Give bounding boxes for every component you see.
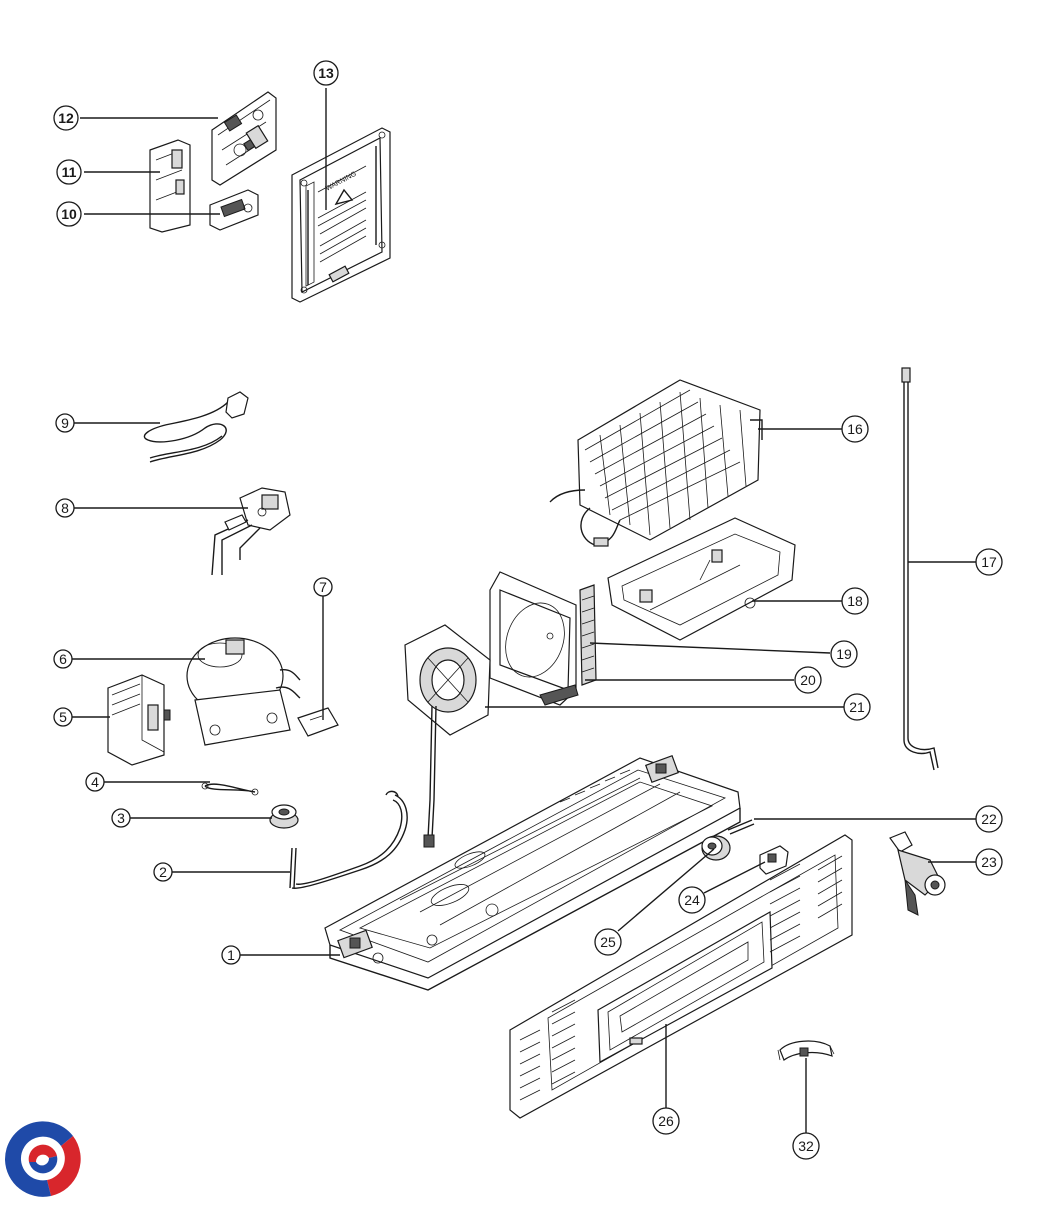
part-24-hinge-clip [759, 845, 789, 875]
callout-8: 8 [55, 498, 75, 518]
part-9-power-cord [143, 391, 249, 463]
callout-10-label: 10 [61, 206, 77, 222]
part-11-sub-control-board [149, 139, 191, 233]
callout-24: 24 [678, 886, 706, 914]
callout-7: 7 [313, 577, 333, 597]
callout-17-label: 17 [981, 554, 997, 570]
callout-32-label: 32 [798, 1138, 814, 1154]
part-20-fan-shroud [489, 571, 579, 706]
callout-4-label: 4 [91, 774, 99, 790]
part-12-main-control-board [211, 91, 277, 186]
part-21-fan-motor [404, 624, 491, 848]
callout-19-label: 19 [836, 646, 852, 662]
callout-5: 5 [53, 707, 73, 727]
callout-25-label: 25 [600, 934, 616, 950]
part-6-compressor [186, 637, 301, 746]
callout-22: 22 [975, 805, 1003, 833]
brand-swirl-icon [4, 1121, 81, 1197]
callout-26-label: 26 [658, 1113, 674, 1129]
callout-3: 3 [111, 808, 131, 828]
callout-1: 1 [221, 945, 241, 965]
callout-23: 23 [975, 848, 1003, 876]
callout-2: 2 [153, 862, 173, 882]
callout-7-label: 7 [319, 579, 327, 595]
part-4-clip [201, 782, 259, 796]
callout-26: 26 [652, 1107, 680, 1135]
callout-6: 6 [53, 649, 73, 669]
part-1-base-plate [324, 754, 741, 991]
part-32-bracket [777, 1040, 835, 1061]
callout-19: 19 [830, 640, 858, 668]
callout-21: 21 [843, 693, 871, 721]
callout-18-label: 18 [847, 593, 863, 609]
part-7-pad [297, 707, 339, 737]
callout-32: 32 [792, 1132, 820, 1160]
callout-5-label: 5 [59, 709, 67, 725]
callout-20-label: 20 [800, 672, 816, 688]
part-5-compressor-electrical-box [107, 674, 171, 766]
callout-8-label: 8 [61, 500, 69, 516]
callout-23-label: 23 [981, 854, 997, 870]
part-8-thermostat [211, 487, 291, 576]
part-2-drain-tube [289, 790, 408, 889]
part-16-evaporator-coil [549, 379, 763, 547]
callout-6-label: 6 [59, 651, 67, 667]
callout-3-label: 3 [117, 810, 125, 826]
callout-11: 11 [56, 159, 82, 185]
callout-24-label: 24 [684, 892, 700, 908]
callout-16-label: 16 [847, 421, 863, 437]
callout-9-label: 9 [61, 415, 69, 431]
callout-9: 9 [55, 413, 75, 433]
callout-17: 17 [975, 548, 1003, 576]
callout-22-label: 22 [981, 811, 997, 827]
callout-13: 13 [313, 60, 339, 86]
part-13-warning-cover-plate: WARNING [291, 127, 391, 303]
callout-21-label: 21 [849, 699, 865, 715]
callout-20: 20 [794, 666, 822, 694]
part-23-water-valve [889, 831, 946, 916]
part-10-display-board [209, 189, 259, 231]
callout-18: 18 [841, 587, 869, 615]
part-22-pin [727, 819, 755, 835]
callout-2-label: 2 [159, 864, 167, 880]
callout-1-label: 1 [227, 947, 235, 963]
part-3-rubber-grommet [269, 804, 299, 829]
part-26-back-cover-panel [509, 834, 853, 1119]
leader-lines [72, 88, 976, 1133]
part-19-heater [579, 584, 597, 686]
callout-12-label: 12 [58, 110, 74, 126]
part-18-drain-tray [607, 517, 796, 641]
callout-25: 25 [594, 928, 622, 956]
callout-13-label: 13 [318, 65, 334, 81]
part-17-capillary-tube [901, 367, 939, 771]
callout-4: 4 [85, 772, 105, 792]
callout-16: 16 [841, 415, 869, 443]
callout-12: 12 [53, 105, 79, 131]
callout-10: 10 [56, 201, 82, 227]
callout-11-label: 11 [62, 164, 77, 180]
